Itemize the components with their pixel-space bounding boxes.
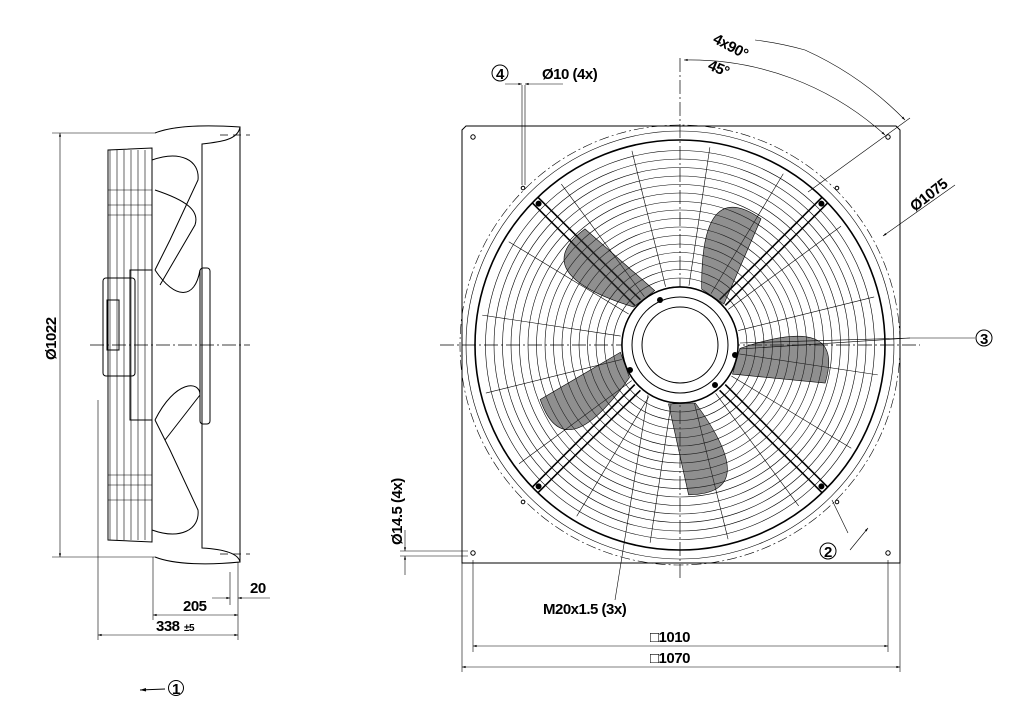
guard-ring [502, 167, 858, 523]
mount-hole [520, 185, 526, 191]
guard-spoke [728, 226, 842, 310]
airflow-marker: 1 [172, 681, 180, 698]
venturi-ring [154, 125, 241, 565]
blade [154, 385, 201, 441]
corner-hole-label: Ø14.5 (4x) [389, 478, 406, 545]
airflow-arrow-icon [139, 687, 166, 692]
flange-offset-label: 20 [250, 580, 266, 597]
hole-label: Ø10 (4x) [542, 66, 598, 83]
angle-arc [683, 58, 886, 136]
angle-offset: 45° [706, 57, 732, 81]
terminal-box [106, 299, 120, 351]
guard-spoke [508, 241, 629, 315]
guard-ring [510, 175, 850, 515]
hub-bolt [712, 382, 718, 388]
depth-label: 205 [183, 598, 207, 615]
hub-bolt [657, 297, 663, 303]
guard-strut [719, 389, 823, 494]
strut-bolt [818, 200, 825, 207]
side-view: Ø1022 20 205 338 ±5 1 [43, 125, 270, 698]
motor-housing [102, 277, 136, 377]
ext-line [831, 499, 849, 534]
fan-blade [701, 207, 762, 305]
guard-strut [719, 196, 823, 301]
guard-strut [537, 389, 641, 494]
hole-pitch-label: □1010 [650, 629, 690, 646]
dim-line [849, 527, 869, 551]
marker-circle [819, 542, 837, 560]
hub-cap [199, 267, 211, 425]
overall-depth-label: 338 [156, 618, 180, 635]
strut-bolt [535, 483, 542, 490]
guard-spoke [649, 404, 672, 543]
hole-marker: 4 [496, 66, 505, 83]
guard-spoke [731, 375, 852, 449]
plate-size-label: □1070 [650, 650, 690, 667]
mount-hole [834, 499, 840, 505]
mount-hole [834, 185, 840, 191]
marker-circle [168, 680, 184, 696]
guard-ring [493, 158, 867, 532]
leader-line [739, 337, 911, 344]
motor-rotor [129, 269, 153, 421]
marker-circle [491, 64, 509, 82]
fan-blade [563, 228, 656, 308]
blade [154, 269, 201, 293]
dim-line [882, 184, 956, 237]
marker-2: 2 [824, 544, 832, 561]
guard-spoke [576, 396, 650, 517]
corner-hole [885, 550, 891, 556]
angle-arc [754, 39, 905, 120]
fan-blade [539, 351, 630, 430]
guard-spoke [715, 393, 799, 507]
ext-line [807, 117, 911, 193]
leader-line [739, 337, 911, 350]
mount-hole [520, 499, 526, 505]
strut-bolt [535, 200, 542, 207]
guard-ring [485, 150, 875, 540]
ring-diameter: Ø1075 [907, 175, 951, 215]
guard-ring [519, 184, 841, 506]
blade [154, 189, 197, 286]
guard-spoke [688, 147, 711, 286]
diameter-label: Ø1022 [43, 317, 60, 360]
guard-spoke [631, 150, 666, 287]
guard-strut [531, 384, 636, 488]
guard-ring [527, 192, 833, 498]
ring-outline [459, 124, 901, 566]
guard-strut [724, 202, 829, 306]
fan-blade [668, 402, 728, 496]
front-view: 4 Ø10 (4x) 4x90° 45° Ø1075 3 Ø14.5 (4x) … [389, 31, 993, 672]
leader-line [614, 394, 649, 601]
venturi-outer [465, 130, 895, 560]
fan-guard [459, 124, 901, 566]
guard-side [107, 147, 153, 543]
side-guard [107, 147, 153, 543]
hub-inner [641, 306, 719, 384]
hub-outer [621, 286, 739, 404]
guard-strut [724, 384, 829, 488]
guard-marker: 3 [980, 331, 988, 348]
strut-bolt [818, 483, 825, 490]
hub-bolt [627, 367, 633, 373]
marker-circle [975, 329, 993, 347]
corner-hole [885, 134, 891, 140]
overall-tolerance: ±5 [184, 623, 195, 634]
blade [151, 155, 199, 271]
guard-spoke [738, 296, 875, 331]
guard-spoke [482, 314, 621, 337]
hub-bolt [732, 352, 738, 358]
blade [151, 419, 199, 535]
corner-hole [470, 134, 476, 140]
cable-gland-label: M20x1.5 (3x) [543, 601, 627, 618]
guard-rim [474, 139, 886, 551]
hub-ring [631, 296, 729, 394]
corner-hole [470, 550, 476, 556]
